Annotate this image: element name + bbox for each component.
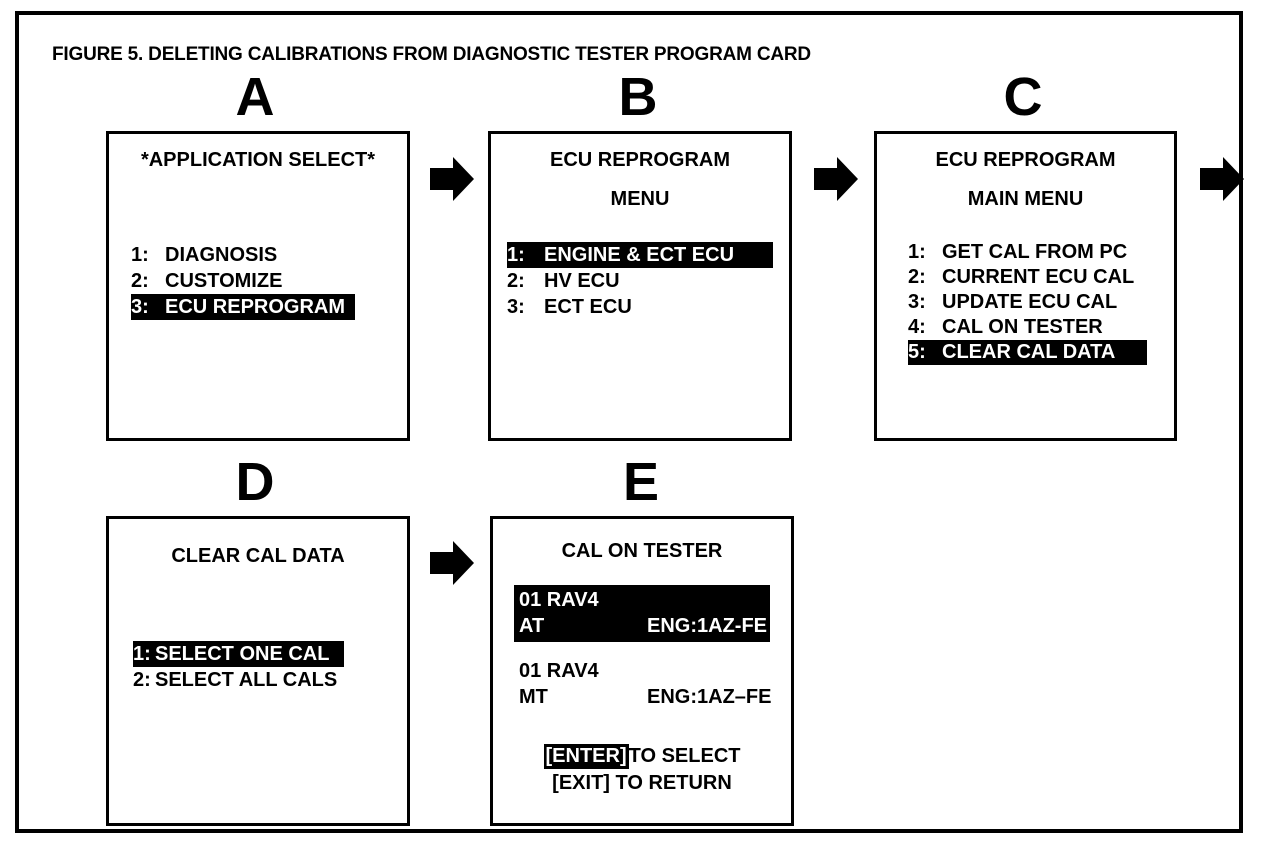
menu-item-label: SELECT ONE CAL	[155, 643, 330, 665]
menu-item-number: 2:	[507, 270, 525, 292]
cal-entry-detail-line: AT ENG:1AZ-FE	[514, 613, 770, 639]
screen-e-title: CAL ON TESTER	[561, 540, 723, 562]
menu-item-number: 1:	[507, 244, 525, 266]
menu-item-label: DIAGNOSIS	[165, 244, 278, 266]
cal-entry-at[interactable]: 01 RAV4 AT ENG:1AZ-FE	[514, 585, 770, 642]
screen-a-menu: 1: DIAGNOSIS 2: CUSTOMIZE 3: ECU REPROGRAM	[131, 242, 407, 320]
screen-c-title-line1: ECU REPROGRAM	[935, 149, 1116, 171]
menu-item-number: 2:	[131, 270, 149, 292]
menu-item-customize[interactable]: 2: CUSTOMIZE	[131, 268, 407, 294]
screen-b-menu: 1: ENGINE & ECT ECU 2: HV ECU 3: ECT ECU	[507, 242, 789, 320]
step-letter-a: A	[235, 67, 275, 127]
menu-item-number: 1:	[131, 244, 149, 266]
cal-entry-model-line: 01 RAV4	[514, 587, 770, 613]
cal-entry-engine: ENG:1AZ-FE	[647, 615, 767, 637]
step-letter-d: D	[235, 452, 275, 512]
menu-item-engine-ect-ecu[interactable]: 1: ENGINE & ECT ECU	[507, 242, 773, 268]
menu-item-label: ENGINE & ECT ECU	[544, 244, 735, 266]
screen-c-title-line2: MAIN MENU	[967, 188, 1084, 210]
menu-item-label: CURRENT ECU CAL	[942, 266, 1135, 288]
cal-entry-detail-line: MT ENG:1AZ–FE	[514, 684, 772, 710]
menu-item-diagnosis[interactable]: 1: DIAGNOSIS	[131, 242, 407, 268]
menu-item-label: ECU REPROGRAM	[165, 296, 346, 318]
screen-ecu-reprogram-main-menu: ECU REPROGRAM MAIN MENU 1: GET CAL FROM P…	[874, 131, 1177, 441]
menu-item-label: CLEAR CAL DATA	[942, 341, 1116, 363]
menu-item-number: 3:	[908, 291, 926, 313]
screen-d-title: CLEAR CAL DATA	[171, 545, 345, 567]
screen-d-menu: 1:SELECT ONE CAL 2:SELECT ALL CALS	[133, 641, 407, 693]
screen-e-footer: [ENTER]TO SELECT [EXIT] TO RETURN	[493, 743, 791, 797]
menu-item-number: 3:	[131, 296, 149, 318]
cal-entry-transmission: MT	[519, 686, 548, 708]
cal-entry-model: 01 RAV4	[519, 660, 599, 682]
menu-item-label: CAL ON TESTER	[942, 316, 1103, 338]
step-letter-b: B	[618, 67, 658, 127]
enter-action-label: TO SELECT	[628, 745, 741, 767]
cal-entry-mt[interactable]: 01 RAV4 MT ENG:1AZ–FE	[514, 656, 772, 713]
menu-item-label: ECT ECU	[544, 296, 632, 318]
menu-item-number: 5:	[908, 341, 926, 363]
footer-exit-line: [EXIT] TO RETURN	[493, 770, 791, 797]
menu-item-label: CUSTOMIZE	[165, 270, 283, 292]
menu-item-number: 1:	[908, 241, 926, 263]
menu-item-number: 1:	[133, 643, 151, 665]
screen-ecu-reprogram-menu: ECU REPROGRAM MENU 1: ENGINE & ECT ECU 2:…	[488, 131, 792, 441]
screen-clear-cal-data: CLEAR CAL DATA 1:SELECT ONE CAL 2:SELECT…	[106, 516, 410, 826]
screen-b-title-line1: ECU REPROGRAM	[549, 149, 730, 171]
menu-item-label: UPDATE ECU CAL	[942, 291, 1118, 313]
screen-application-select: *APPLICATION SELECT* 1: DIAGNOSIS 2: CUSTO…	[106, 131, 410, 441]
menu-item-number: 4:	[908, 316, 926, 338]
menu-item-current-ecu-cal[interactable]: 2: CURRENT ECU CAL	[908, 265, 1174, 290]
menu-item-number: 3:	[507, 296, 525, 318]
screen-cal-on-tester: CAL ON TESTER 01 RAV4 AT ENG:1AZ-FE 01 R…	[490, 516, 794, 826]
menu-item-get-cal-from-pc[interactable]: 1: GET CAL FROM PC	[908, 240, 1174, 265]
exit-action-label: TO RETURN	[615, 772, 732, 794]
cal-entry-model-line: 01 RAV4	[514, 658, 770, 684]
menu-item-cal-on-tester[interactable]: 4: CAL ON TESTER	[908, 315, 1174, 340]
flow-arrow-c-to-d	[1200, 156, 1244, 202]
menu-item-update-ecu-cal[interactable]: 3: UPDATE ECU CAL	[908, 290, 1174, 315]
menu-item-label: HV ECU	[544, 270, 620, 292]
step-letter-c: C	[1003, 67, 1043, 127]
menu-item-ect-ecu[interactable]: 3: ECT ECU	[507, 294, 789, 320]
step-letter-e: E	[622, 452, 660, 512]
cal-entry-list: 01 RAV4 AT ENG:1AZ-FE 01 RAV4 MT ENG:1AZ…	[514, 585, 772, 727]
menu-item-label: GET CAL FROM PC	[942, 241, 1128, 263]
menu-item-clear-cal-data[interactable]: 5: CLEAR CAL DATA	[908, 340, 1147, 365]
menu-item-number: 2:	[908, 266, 926, 288]
figure-caption: FIGURE 5. DELETING CALIBRATIONS FROM DIA…	[52, 44, 811, 65]
menu-item-ecu-reprogram[interactable]: 3: ECU REPROGRAM	[131, 294, 355, 320]
menu-item-select-all-cals[interactable]: 2:SELECT ALL CALS	[133, 667, 407, 693]
exit-key-badge[interactable]: [EXIT]	[552, 772, 610, 794]
cal-entry-engine: ENG:1AZ–FE	[647, 686, 772, 708]
flow-arrow-b-to-c	[814, 156, 858, 202]
enter-key-badge[interactable]: [ENTER]	[543, 744, 629, 769]
cal-entry-transmission: AT	[519, 615, 545, 637]
flow-arrow-d-to-e	[430, 540, 474, 586]
menu-item-label: SELECT ALL CALS	[155, 669, 338, 691]
screen-a-title: *APPLICATION SELECT*	[140, 149, 376, 171]
footer-enter-line: [ENTER]TO SELECT	[493, 743, 791, 770]
screen-b-title-line2: MENU	[610, 188, 670, 210]
menu-item-number: 2:	[133, 669, 151, 691]
cal-entry-model: 01 RAV4	[519, 589, 599, 611]
screen-c-menu: 1: GET CAL FROM PC 2: CURRENT ECU CAL 3: UP…	[908, 240, 1174, 365]
menu-item-hv-ecu[interactable]: 2: HV ECU	[507, 268, 789, 294]
menu-item-select-one-cal[interactable]: 1:SELECT ONE CAL	[133, 641, 344, 667]
flow-arrow-a-to-b	[430, 156, 474, 202]
figure-frame: FIGURE 5. DELETING CALIBRATIONS FROM DIA…	[15, 11, 1244, 833]
